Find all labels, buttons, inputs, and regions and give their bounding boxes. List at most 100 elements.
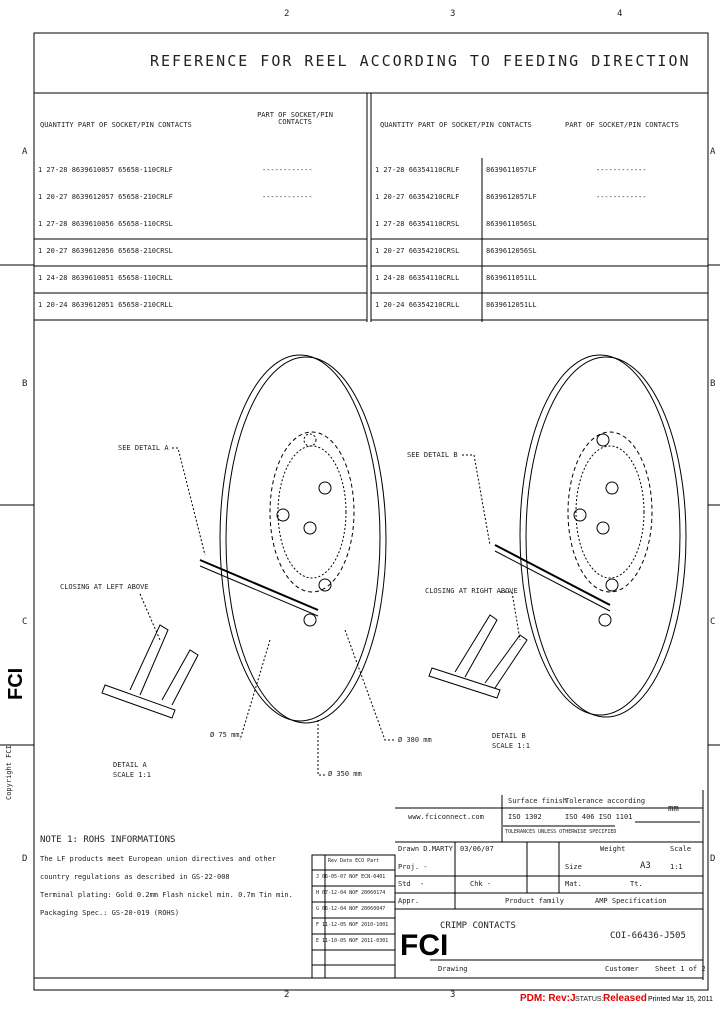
right-table-row: 1 27-28 66354110CRLF (375, 166, 460, 174)
printed-date: Printed Mar 15, 2011 (648, 996, 713, 1003)
zone-row-d-right: D (710, 854, 716, 864)
notes-title: NOTE 1: ROHS INFORMATIONS (40, 835, 176, 845)
right-table-row: 1 24-28 66354110CRLL (375, 274, 460, 282)
right-table-dash: ------------ (596, 166, 647, 174)
note-line: Packaging Spec.: GS-20-019 (ROHS) (40, 909, 180, 917)
border-frame (33, 32, 709, 991)
left-table-row: 1 20-24 8639612051 65658-210CRLL (38, 301, 173, 309)
right-table-part: 8639611056SL (486, 220, 537, 228)
dia-reel-label: Ø 380 mm (398, 736, 432, 744)
drawn-date: 03/06/07 (460, 845, 494, 853)
revision-row: E 11-10-05 NOF 2011-0301 (316, 938, 389, 944)
left-table-row: 1 27-28 8639610057 65658-110CRLF (38, 166, 173, 174)
contact-strip-b (428, 614, 528, 699)
left-header-1: QUANTITY PART OF SOCKET/PIN CONTACTS (40, 121, 192, 129)
tolerance-label: Tolerance according (565, 797, 646, 805)
right-table-part: 8639612057LF (486, 193, 537, 201)
zone-row-a-right: A (710, 147, 716, 157)
standard-value: - (420, 880, 425, 888)
revision-row: F 11-12-05 NOF 2010-1001 (316, 922, 389, 928)
pdm-revision: PDM: Rev:J (520, 993, 576, 1004)
right-table-dash: ------------ (596, 193, 647, 201)
tolerance-value: ISO 406 ISO 1101 (565, 813, 633, 821)
size-value: A3 (640, 861, 651, 871)
status-value: Released (603, 993, 647, 1004)
unit: mm (668, 804, 679, 814)
closing-left-label: CLOSING AT LEFT ABOVE (60, 583, 149, 591)
treatment: Tt. (630, 880, 643, 888)
left-table-row: 1 20-27 8639612056 65658-210CRSL (38, 247, 173, 255)
right-header-1: QUANTITY PART OF SOCKET/PIN CONTACTS (380, 121, 532, 129)
dia-hub-label: Ø 75 mm (210, 731, 240, 739)
left-table-row: 1 27-28 8639610056 65658-110CRSL (38, 220, 173, 228)
revision-row: H 07-12-04 NOF 20060174 (316, 890, 386, 896)
right-header-2: PART OF SOCKET/PIN CONTACTS (565, 121, 679, 129)
fci-logo-side: FCI (5, 668, 27, 700)
dia-inner-label: Ø 350 mm (328, 770, 362, 778)
zone-row-c-right: C (710, 617, 716, 627)
zone-col-2-bottom: 2 (284, 990, 290, 1000)
surface-finish: Surface finish (508, 797, 568, 805)
title-block (311, 790, 704, 980)
zone-col-4: 4 (617, 9, 623, 19)
surface-finish-value: ISO 1302 (508, 813, 542, 821)
detail-b-scale: SCALE 1:1 (492, 742, 530, 750)
tolerance-note: TOLERANCES UNLESS OTHERWISE SPECIFIED (505, 829, 617, 835)
left-table-row: 1 24-28 8639610051 65658-110CRLL (38, 274, 173, 282)
project: Proj. - (398, 863, 428, 871)
zone-row-a: A (22, 147, 28, 157)
category: Drawing (438, 965, 468, 973)
right-table-part: 8639612051LL (486, 301, 537, 309)
left-table-row: 1 20-27 8639612057 65658-210CRLF (38, 193, 173, 201)
zone-col-2: 2 (284, 9, 290, 19)
see-detail-b-label: SEE DETAIL B (407, 451, 458, 459)
customer-label: Customer (605, 965, 639, 973)
right-table-part: 8639612056SL (486, 247, 537, 255)
checked: Chk - (470, 880, 492, 888)
part-title: CRIMP CONTACTS (440, 921, 516, 931)
material: Mat. (565, 880, 582, 888)
detail-a-title: DETAIL A (113, 761, 147, 769)
sheet-title: REFERENCE FOR REEL ACCORDING TO FEEDING … (150, 52, 691, 70)
website: www.fciconnect.com (408, 813, 484, 821)
weight-label: Weight (600, 845, 626, 853)
drawn-by: Drawn D.MARTY (398, 845, 453, 853)
revision-row: G 06-12-04 NOF 20060047 (316, 906, 386, 912)
status-label: STATUS: (575, 996, 604, 1003)
note-line: Terminal plating: Gold 0.2mm Flash nicke… (40, 891, 293, 899)
zone-row-b: B (22, 379, 28, 389)
right-table-row: 1 20-27 66354210CRLF (375, 193, 460, 201)
sheet-number: Sheet 1 of 2 (655, 965, 706, 973)
zone-row-b-right: B (710, 379, 716, 389)
reel-left (139, 354, 395, 776)
left-header-2: PART OF SOCKET/PIN CONTACTS (257, 111, 333, 126)
right-table-row: 1 27-28 66354110CRSL (375, 220, 460, 228)
left-table-dash: ------------ (262, 166, 313, 174)
contact-strip-a (101, 624, 199, 719)
detail-b-title: DETAIL B (492, 732, 526, 740)
zone-row-c: C (22, 617, 28, 627)
approved: Appr. (398, 897, 420, 905)
detail-a-scale: SCALE 1:1 (113, 771, 151, 779)
specification: AMP Specification (595, 897, 667, 905)
zone-col-3-bottom: 3 (450, 990, 456, 1000)
fci-logo: FCI (400, 929, 448, 962)
closing-right-label: CLOSING AT RIGHT ABOVE (425, 587, 518, 595)
scale-value: 1:1 (670, 863, 683, 871)
zone-col-3: 3 (450, 9, 456, 19)
right-table-part: 8639611057LF (486, 166, 537, 174)
right-table-part: 8639611051LL (486, 274, 537, 282)
zone-row-d: D (22, 854, 28, 864)
product-family: Product family (505, 897, 565, 905)
standard-label: Std (398, 880, 411, 888)
see-detail-a-label: SEE DETAIL A (118, 444, 169, 452)
reel-right (462, 354, 687, 718)
note-line: country regulations as described in GS-2… (40, 873, 230, 881)
right-table-row: 1 20-24 66354210CRLL (375, 301, 460, 309)
right-table-row: 1 20-27 66354210CRSL (375, 247, 460, 255)
document-number: COI-66436-J505 (610, 931, 686, 941)
scale-label: Scale (670, 845, 692, 853)
note-line: The LF products meet European union dire… (40, 855, 277, 863)
